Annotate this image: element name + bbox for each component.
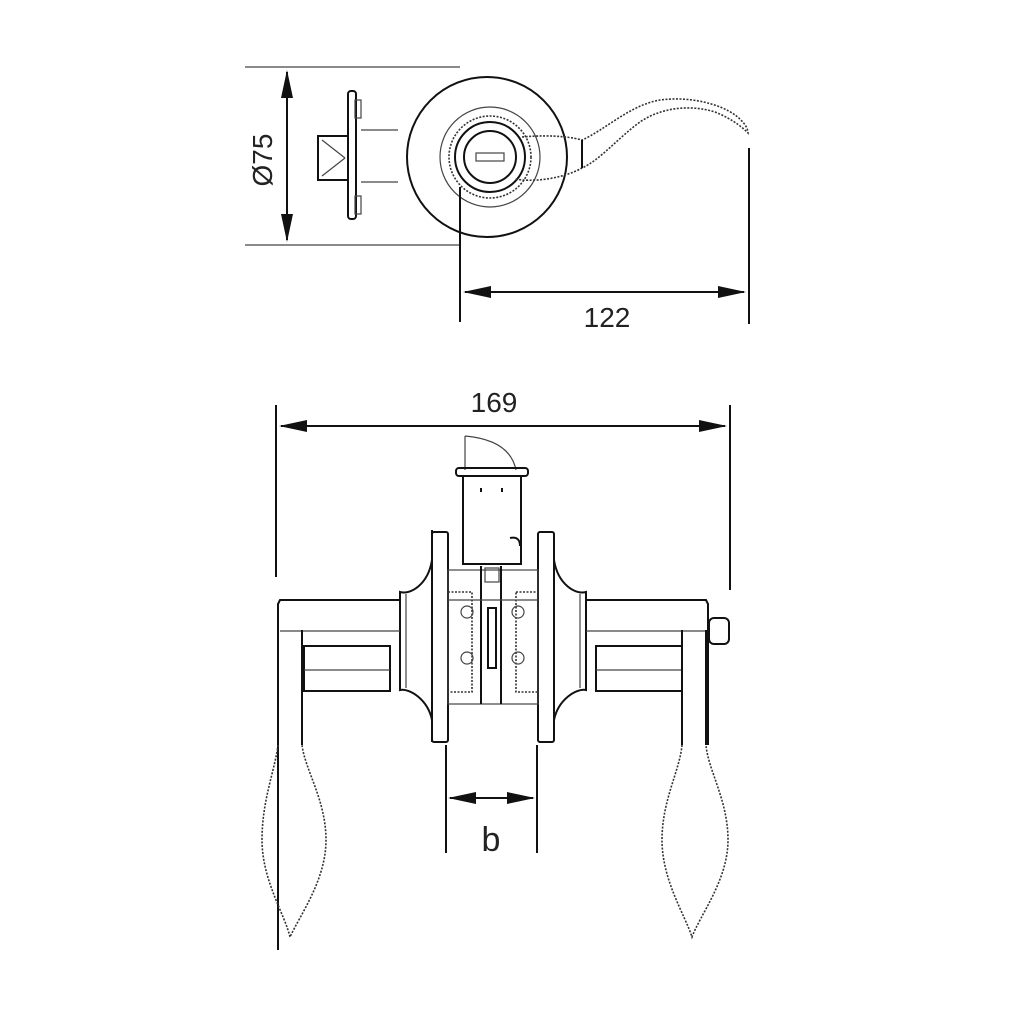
width-label: 169 (471, 387, 518, 418)
top-view: Ø75 122 (245, 66, 750, 333)
left-rose-flare (399, 559, 433, 721)
latch-swing-arc (464, 435, 517, 471)
latch-faceplate (347, 90, 357, 220)
thumbturn-button (708, 617, 730, 645)
left-lever-blade (261, 744, 327, 940)
left-lever-neck (303, 645, 391, 692)
right-rose-plate (537, 531, 555, 743)
right-lever-neck (595, 645, 683, 692)
front-view: 169 (261, 387, 731, 950)
latch-housing (462, 475, 522, 565)
left-rose-plate (431, 531, 449, 743)
thumbturn-hub (463, 130, 517, 184)
diameter-label: Ø75 (247, 134, 278, 187)
right-rose-flare (553, 559, 587, 721)
right-lever-blade (661, 744, 729, 940)
right-lever-outline (586, 599, 709, 745)
thumbturn-slot (475, 152, 505, 162)
door-thickness-label: b (482, 821, 501, 859)
left-lever-outline (277, 599, 400, 950)
latch-bolt (317, 135, 348, 181)
rose-outer (406, 76, 568, 238)
length-label: 122 (584, 302, 631, 333)
lock-mechanism (447, 569, 539, 705)
wave-lever-handle (514, 98, 749, 182)
